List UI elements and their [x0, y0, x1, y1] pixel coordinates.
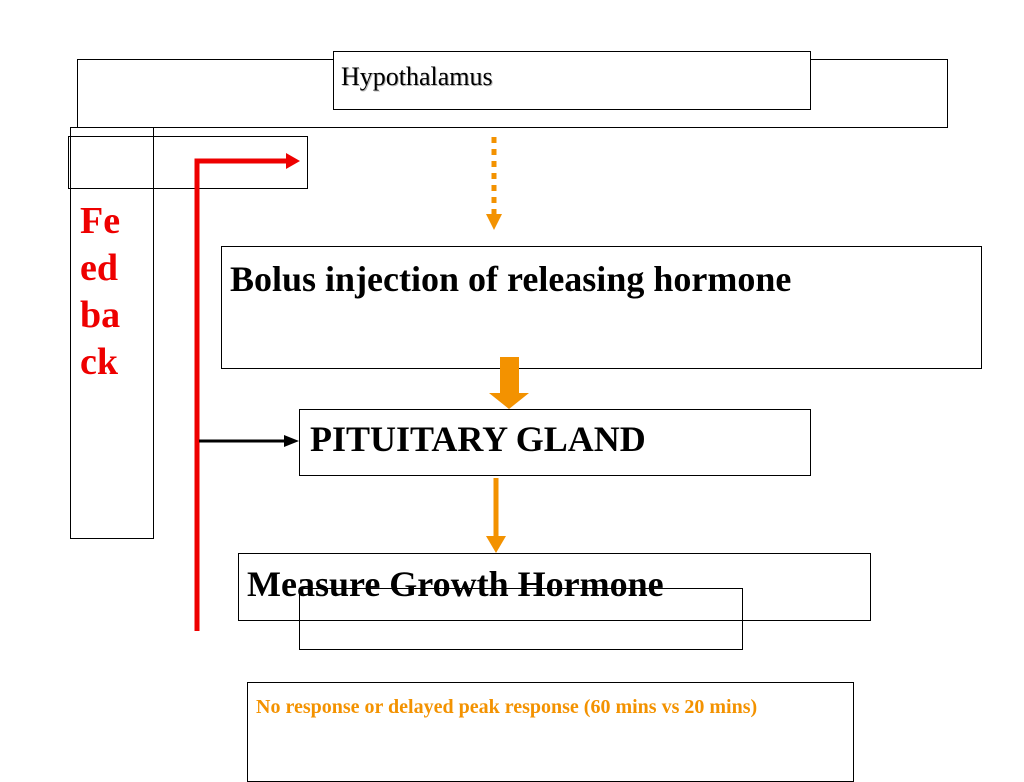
bolus-injection-label: Bolus injection of releasing hormone [230, 259, 792, 299]
block-orange-arrow [489, 357, 529, 409]
black-arrow [199, 435, 299, 447]
black-arrow-head [284, 435, 299, 447]
dotted-orange-arrow [486, 137, 502, 230]
feedback-top-frame [68, 136, 308, 189]
block-arrow-shape [489, 357, 529, 409]
feedback-label: Fe ed ba ck [80, 200, 121, 383]
feedback-red-arrow-head [286, 153, 300, 169]
pituitary-gland-box [299, 409, 811, 476]
bolus-injection-box [221, 246, 982, 369]
response-label: No response or delayed peak response (60… [256, 696, 758, 718]
feedback-box [70, 127, 154, 539]
pituitary-gland-label: PITUITARY GLAND [310, 419, 646, 459]
dotted-arrow-head [486, 214, 502, 230]
feedback-red-line [194, 158, 290, 631]
growth-hormone-lower-frame [299, 588, 743, 650]
growth-hormone-box [238, 553, 871, 621]
orange-down-arrow [486, 478, 506, 553]
growth-hormone-label: Measure Growth Hormone [247, 564, 664, 604]
feedback-red-arrow [194, 153, 300, 631]
hypothalamus-label: Hypothalamus [341, 62, 493, 91]
orange-arrow-head [486, 536, 506, 553]
hypothalamus-box [333, 51, 811, 110]
